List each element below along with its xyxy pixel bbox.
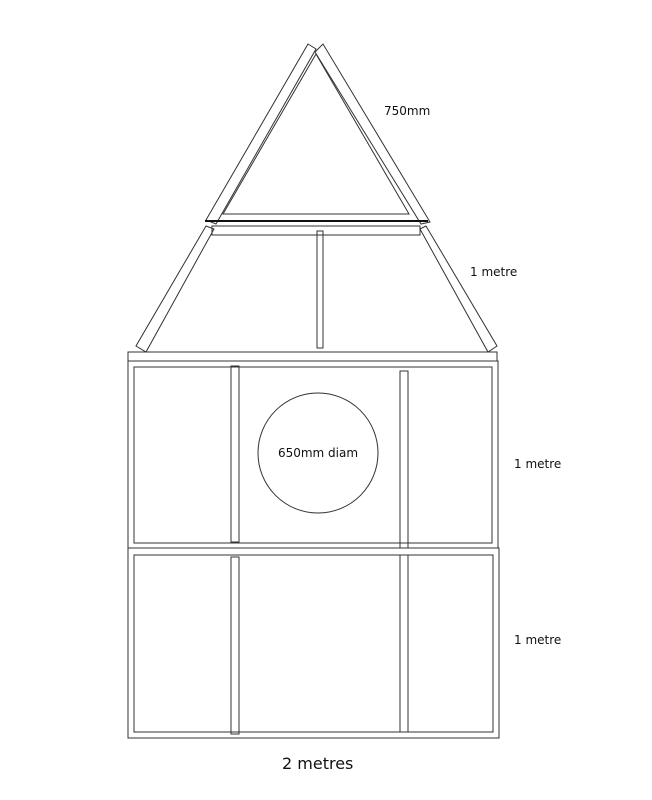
top-triangle [205, 43, 431, 225]
top-left-leg [205, 43, 317, 225]
lower-box [127, 547, 500, 739]
label-width: 2 metres [282, 754, 353, 773]
upper-inner-frame [133, 366, 493, 544]
roof-upper-bar [211, 225, 421, 236]
roof-right-leg [419, 225, 498, 353]
top-right-leg [314, 43, 431, 225]
lower-outer-frame [127, 547, 500, 739]
upper-top-rail [127, 351, 498, 362]
roof-left-leg [135, 225, 215, 353]
upper-left-post [230, 365, 240, 543]
roof-trapezoid [135, 225, 498, 353]
circle-opening [257, 392, 379, 514]
label-750mm: 750mm [384, 104, 430, 118]
label-circle-diameter: 650mm diam [278, 446, 358, 460]
label-lower-height: 1 metre [514, 633, 561, 647]
lower-inner-frame [133, 554, 494, 733]
label-roof-height: 1 metre [470, 265, 517, 279]
top-inner-triangle [222, 53, 410, 215]
roof-post [316, 230, 324, 349]
lower-left-post [230, 556, 240, 735]
lower-right-post [399, 554, 409, 733]
label-upper-height: 1 metre [514, 457, 561, 471]
upper-right-post [399, 370, 409, 549]
upper-box [127, 351, 499, 549]
